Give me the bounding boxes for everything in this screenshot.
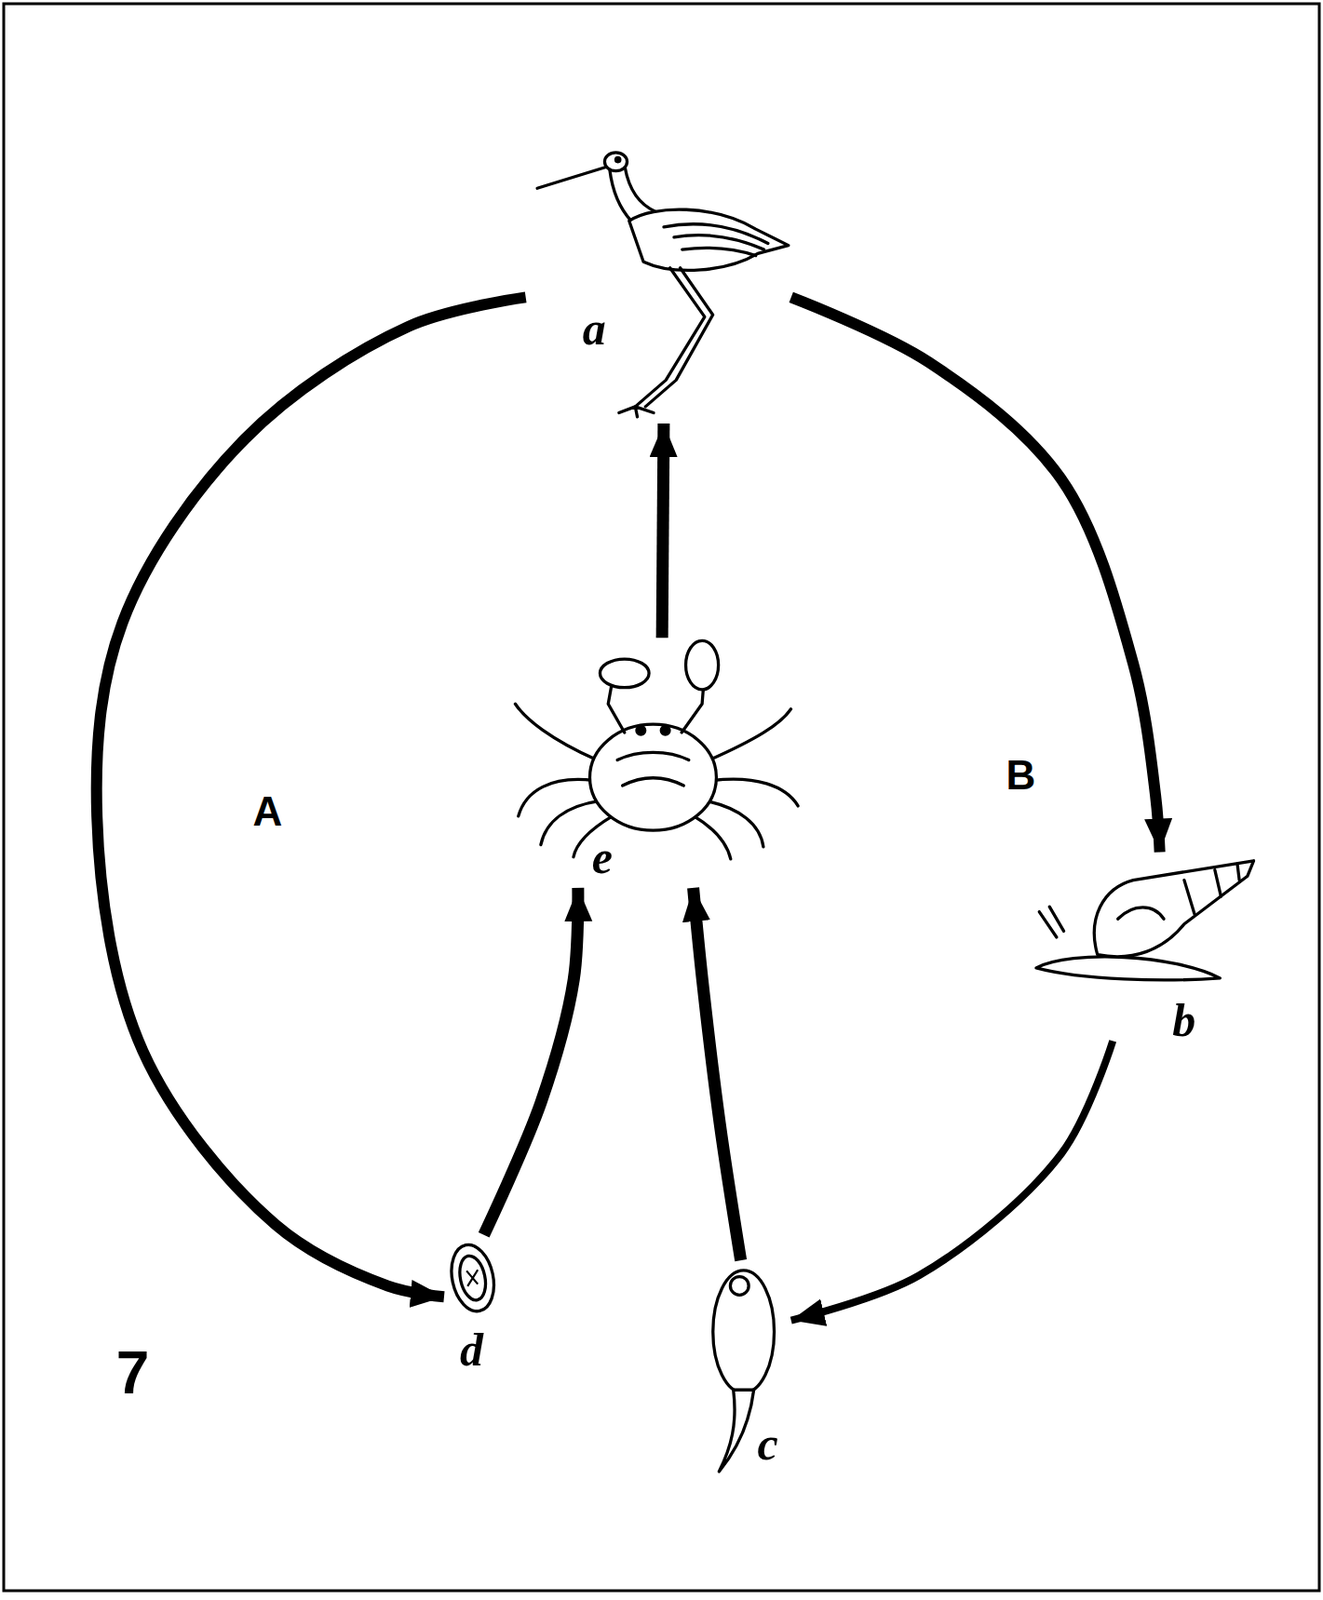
route-letter: B	[1006, 755, 1037, 797]
stage-letter: c	[756, 1420, 778, 1468]
cercaria-stage: c	[704, 1260, 792, 1475]
stage-letter: d	[459, 1326, 484, 1374]
host-bird: a	[526, 143, 792, 425]
route-letter: A	[252, 791, 283, 833]
host-crab-drawing	[499, 637, 811, 889]
life-cycle-arrow	[693, 888, 742, 1261]
host-snail: b	[1026, 852, 1261, 1042]
stage-letter: e	[592, 834, 613, 881]
egg-stage: d	[444, 1235, 506, 1374]
host-snail-drawing	[1026, 852, 1261, 1042]
stage-letter: a	[582, 305, 607, 352]
stage-letter: b	[1172, 997, 1196, 1044]
figure-number: 7	[116, 1343, 150, 1404]
life-cycle-arrow	[96, 297, 527, 1297]
host-crab: e	[499, 637, 811, 889]
life-cycle-arrow	[484, 888, 579, 1236]
life-cycle-arrow	[791, 297, 1161, 852]
life-cycle-arrow	[661, 423, 664, 638]
host-bird-drawing	[526, 143, 792, 425]
frame-border	[3, 3, 1320, 1592]
life-cycle-arrow	[791, 1040, 1113, 1321]
cercaria-stage-drawing	[704, 1260, 792, 1475]
